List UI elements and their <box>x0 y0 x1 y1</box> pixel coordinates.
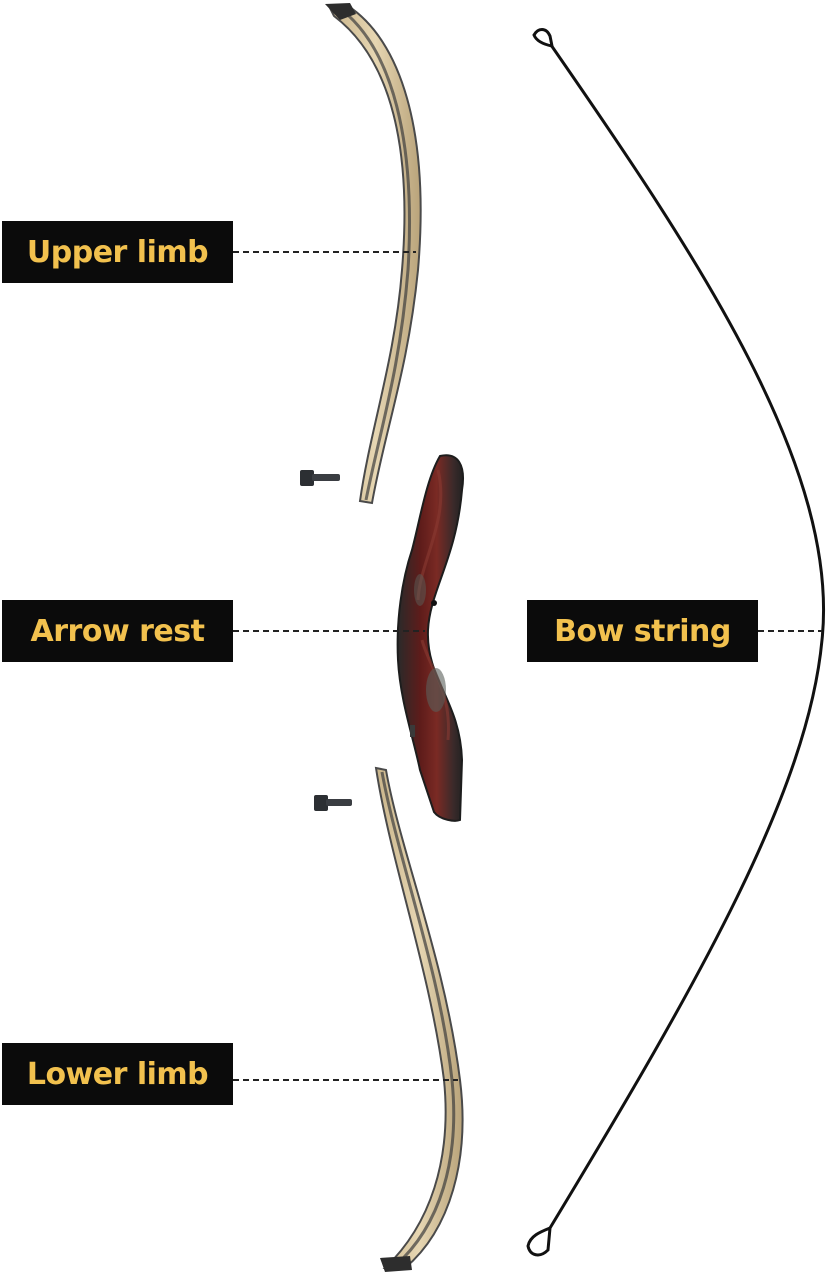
limb-bolt-icon <box>300 470 352 811</box>
riser-icon <box>398 455 463 820</box>
label-lower-limb: Lower limb <box>2 1043 233 1105</box>
lower-limb-icon <box>376 768 463 1272</box>
label-bow-string: Bow string <box>527 600 758 662</box>
leader-lines <box>233 252 822 1080</box>
label-upper-limb: Upper limb <box>2 221 233 283</box>
label-arrow-rest: Arrow rest <box>2 600 233 662</box>
